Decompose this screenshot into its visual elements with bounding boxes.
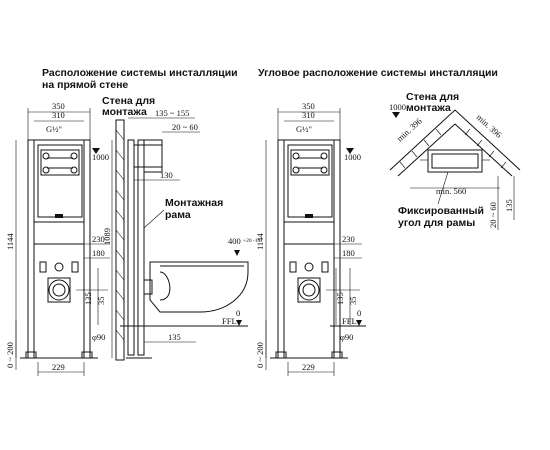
dim-135-right: 135 bbox=[335, 292, 345, 305]
dim-0-200-left: 0 ~ 200 bbox=[5, 342, 15, 368]
dim-230-right: 230 bbox=[342, 234, 355, 244]
dim-1144-left: 1144 bbox=[5, 233, 15, 250]
frame-label-1: Монтажная bbox=[165, 197, 223, 209]
g12-right: G½" bbox=[296, 124, 312, 134]
dim-229-right: 229 bbox=[302, 362, 315, 372]
dim-310-left: 310 bbox=[52, 110, 65, 120]
title-left-line1: Расположение системы инсталляции bbox=[42, 67, 238, 79]
dim-phi90-left: φ90 bbox=[92, 332, 105, 342]
dim-350-left: 350 bbox=[52, 101, 65, 111]
frame-label-2: рама bbox=[165, 209, 191, 221]
fixed-corner-label-1: Фиксированный bbox=[398, 205, 484, 217]
dim-1000-corner: 1000 bbox=[389, 102, 406, 112]
dim-310-right: 310 bbox=[302, 110, 315, 120]
dim-350-right: 350 bbox=[302, 101, 315, 111]
title-left-line2: на прямой стене bbox=[42, 79, 128, 91]
fixed-corner-label-2: угол для рамы bbox=[398, 217, 475, 229]
dim-min560: min. 560 bbox=[436, 186, 466, 196]
ffl-right: FFL bbox=[342, 316, 357, 326]
ffl-left: FFL bbox=[222, 316, 237, 326]
dim-35-left: 35 bbox=[96, 297, 106, 306]
dim-1000-right: 1000 bbox=[344, 152, 361, 162]
dim-min396-b: min. 396 bbox=[475, 112, 504, 140]
right-front-view: 350 310 G½" 1000 1144 0 ~ 200 230 bbox=[255, 101, 366, 376]
dim-130: 130 bbox=[160, 170, 173, 180]
dim-min396-a: min. 396 bbox=[395, 116, 424, 144]
wall-label-left-2: монтажа bbox=[102, 106, 147, 118]
title-right: Угловое расположение системы инсталляции bbox=[258, 67, 498, 79]
dim-135-corner: 135 bbox=[504, 199, 514, 212]
dim-135-bottom: 135 bbox=[168, 332, 181, 342]
dim-20-60-corner: 20 ~ 60 bbox=[488, 202, 498, 228]
zero-right: 0 bbox=[357, 308, 361, 318]
dim-230-left: 230 bbox=[92, 234, 105, 244]
left-front-view: 350 310 G½" 1000 bbox=[5, 101, 110, 376]
g12-left: G½" bbox=[46, 124, 62, 134]
dim-180-right: 180 bbox=[342, 248, 355, 258]
dim-phi90-right: φ90 bbox=[340, 332, 353, 342]
dim-35-right: 35 bbox=[348, 297, 358, 306]
dim-229-left: 229 bbox=[52, 362, 65, 372]
dim-20-60-left: 20 ~ 60 bbox=[172, 122, 198, 132]
dim-0-200-right: 0 ~ 200 bbox=[255, 342, 265, 368]
wall-label-right-2: монтажа bbox=[406, 102, 451, 114]
dim-135-155: 135 ~ 155 bbox=[155, 108, 189, 118]
dim-1144-right: 1144 bbox=[255, 233, 265, 250]
zero-left: 0 bbox=[236, 308, 240, 318]
dim-400-tol: +20 -10 bbox=[243, 238, 261, 244]
dim-1000-left: 1000 bbox=[92, 152, 109, 162]
wall-label-right-1: Стена для bbox=[406, 91, 459, 103]
dim-400: 400 bbox=[228, 236, 241, 246]
dim-1089: 1089 bbox=[102, 228, 112, 245]
dim-135-left: 135 bbox=[83, 292, 93, 305]
left-side-view: Стена для монтажа 135 ~ 155 20 ~ 60 130 … bbox=[102, 95, 261, 361]
wall-label-left-1: Стена для bbox=[102, 95, 155, 107]
dim-180-left: 180 bbox=[92, 248, 105, 258]
corner-plan-view: Стена для монтажа 1000 min. 396 min. 396… bbox=[389, 91, 521, 230]
